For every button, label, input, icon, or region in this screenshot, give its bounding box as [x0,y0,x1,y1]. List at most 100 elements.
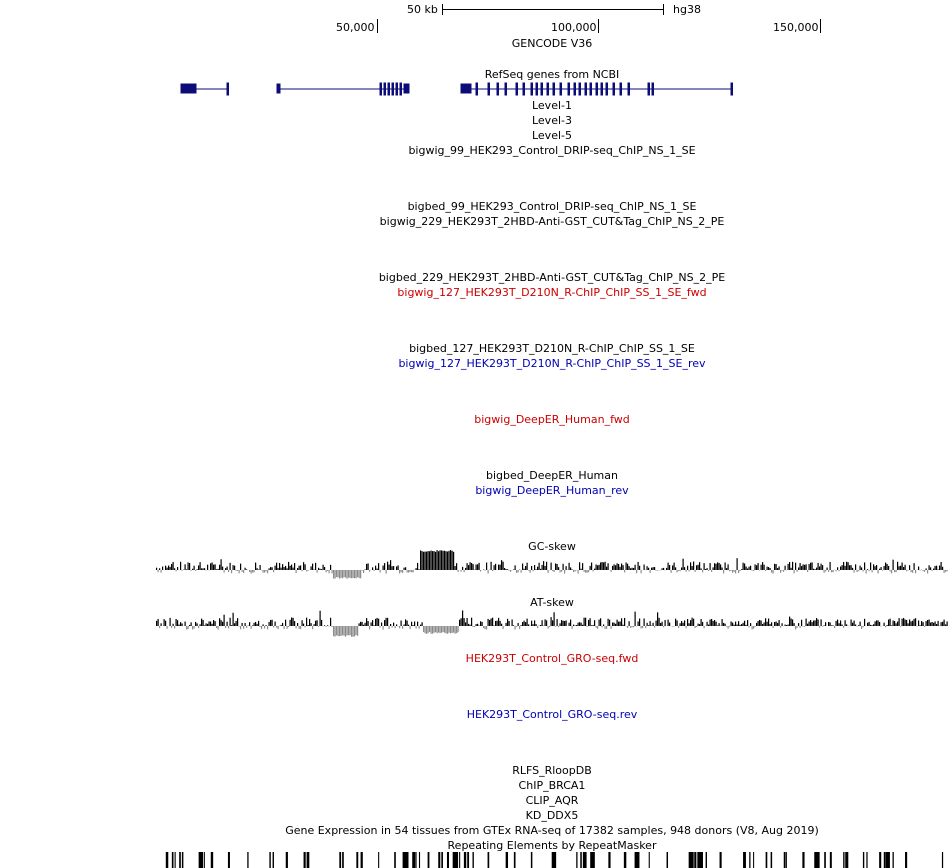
repeat-element[interactable] [198,852,204,868]
repeat-element[interactable] [623,852,627,868]
track-label-level-3[interactable]: Level-3 [531,114,572,127]
repeat-element[interactable] [843,852,845,868]
repeat-element[interactable] [580,852,582,868]
track-label-drip-bigbed[interactable]: bigbed_99_HEK293_Control_DRIP-seq_ChIP_N… [407,200,697,213]
repeat-element[interactable] [165,852,169,868]
repeat-element[interactable] [174,852,176,868]
repeat-element[interactable] [339,852,342,868]
track-label-level-5[interactable]: Level-5 [531,129,572,142]
repeat-element[interactable] [892,852,894,868]
repeat-element[interactable] [269,852,271,868]
repeat-element[interactable] [845,852,849,868]
repeat-element[interactable] [505,852,509,868]
repeat-element[interactable] [551,852,557,868]
gene-models[interactable] [0,78,950,100]
repeat-element[interactable] [210,852,214,868]
track-label-rchip-bigbed[interactable]: bigbed_127_HEK293T_D210N_R-ChIP_ChIP_SS_… [409,342,695,355]
repeat-element[interactable] [530,852,533,868]
repeat-element[interactable] [356,852,359,868]
repeat-element[interactable] [743,852,746,868]
repeat-element[interactable] [802,852,805,868]
repeat-element[interactable] [285,852,288,868]
repeat-element[interactable] [513,852,516,868]
repeat-element[interactable] [765,852,768,868]
track-label-cuttag-bigwig[interactable]: bigwig_229_HEK293T_2HBD-Anti-GST_CUT&Tag… [379,215,725,228]
repeat-element[interactable] [824,852,826,868]
repeat-element[interactable] [412,852,416,868]
track-label-rchip-fwd[interactable]: bigwig_127_HEK293T_D210N_R-ChIP_ChIP_SS_… [397,286,707,299]
repeat-element[interactable] [862,852,865,868]
track-label-rlfs[interactable]: RLFS_RloopDB [512,764,592,777]
repeat-element[interactable] [227,852,230,868]
repeat-element[interactable] [576,852,578,868]
repeat-element[interactable] [463,852,467,868]
repeat-element[interactable] [303,852,306,868]
repeat-element[interactable] [459,852,461,868]
track-label-deeper-bigbed[interactable]: bigbed_DeepER_Human [485,469,618,482]
repeatmasker-blocks[interactable] [0,852,950,868]
track-label-groseq-fwd[interactable]: HEK293T_Control_GRO-seq.fwd [465,652,639,665]
gc-skew-signal[interactable] [0,550,950,586]
repeat-element[interactable] [342,852,344,868]
repeat-element[interactable] [272,852,274,868]
repeat-element[interactable] [360,852,363,868]
repeat-element[interactable] [590,852,595,868]
repeat-element[interactable] [306,852,310,868]
repeat-element[interactable] [749,852,751,868]
repeat-element[interactable] [418,852,421,868]
track-label-at-skew[interactable]: AT-skew [530,596,574,609]
repeat-element[interactable] [179,852,181,868]
repeat-element[interactable] [441,852,443,868]
repeat-element[interactable] [648,852,650,868]
track-label-drip-bigwig[interactable]: bigwig_99_HEK293_Control_DRIP-seq_ChIP_N… [408,144,696,157]
repeat-element[interactable] [427,852,430,868]
track-label-cuttag-bigbed[interactable]: bigbed_229_HEK293T_2HBD-Anti-GST_CUT&Tag… [378,271,726,284]
gene-model[interactable] [180,82,229,96]
repeat-element[interactable] [487,852,490,868]
repeat-element[interactable] [885,852,890,868]
track-label-deeper-rev[interactable]: bigwig_DeepER_Human_rev [475,484,629,497]
track-label-gtex[interactable]: Gene Expression in 54 tissues from GTEx … [285,824,819,837]
track-label-rchip-rev[interactable]: bigwig_127_HEK293T_D210N_R-ChIP_ChIP_SS_… [398,357,706,370]
repeat-element[interactable] [697,852,703,868]
track-label-repeatmasker[interactable]: Repeating Elements by RepeatMasker [447,839,657,852]
repeat-element[interactable] [394,852,396,868]
repeat-element[interactable] [438,852,441,868]
repeat-element[interactable] [941,852,944,868]
repeat-element[interactable] [446,852,449,868]
repeat-element[interactable] [753,852,755,868]
track-label-level-1[interactable]: Level-1 [531,99,572,112]
repeat-element[interactable] [247,852,249,868]
track-label-clip-aqr[interactable]: CLIP_AQR [525,794,579,807]
track-label-groseq-rev[interactable]: HEK293T_Control_GRO-seq.rev [466,708,638,721]
track-label-kd-ddx5[interactable]: KD_DDX5 [525,809,579,822]
repeat-element[interactable] [608,852,611,868]
at-skew-signal[interactable] [0,606,950,650]
repeat-element[interactable] [785,852,787,868]
repeat-element[interactable] [719,852,722,868]
repeat-element[interactable] [814,852,820,868]
repeat-element[interactable] [415,852,417,868]
repeat-element[interactable] [694,852,697,868]
repeat-element[interactable] [879,852,882,868]
track-label-chip-brca1[interactable]: ChIP_BRCA1 [518,779,586,792]
repeat-element[interactable] [770,852,773,868]
repeat-element[interactable] [905,852,908,868]
repeat-element[interactable] [582,852,587,868]
repeat-element[interactable] [452,852,459,868]
repeat-element[interactable] [705,852,707,868]
repeat-element[interactable] [467,852,470,868]
repeat-element[interactable] [181,852,184,868]
gene-model[interactable] [276,82,410,96]
repeat-element[interactable] [666,852,669,868]
repeat-element[interactable] [688,852,694,868]
repeat-element[interactable] [883,852,886,868]
repeat-element[interactable] [634,852,640,868]
repeat-element[interactable] [829,852,832,868]
repeat-element[interactable] [472,852,474,868]
repeat-element[interactable] [402,852,409,868]
repeat-element[interactable] [203,852,205,868]
repeat-element[interactable] [171,852,174,868]
repeat-element[interactable] [783,852,786,868]
